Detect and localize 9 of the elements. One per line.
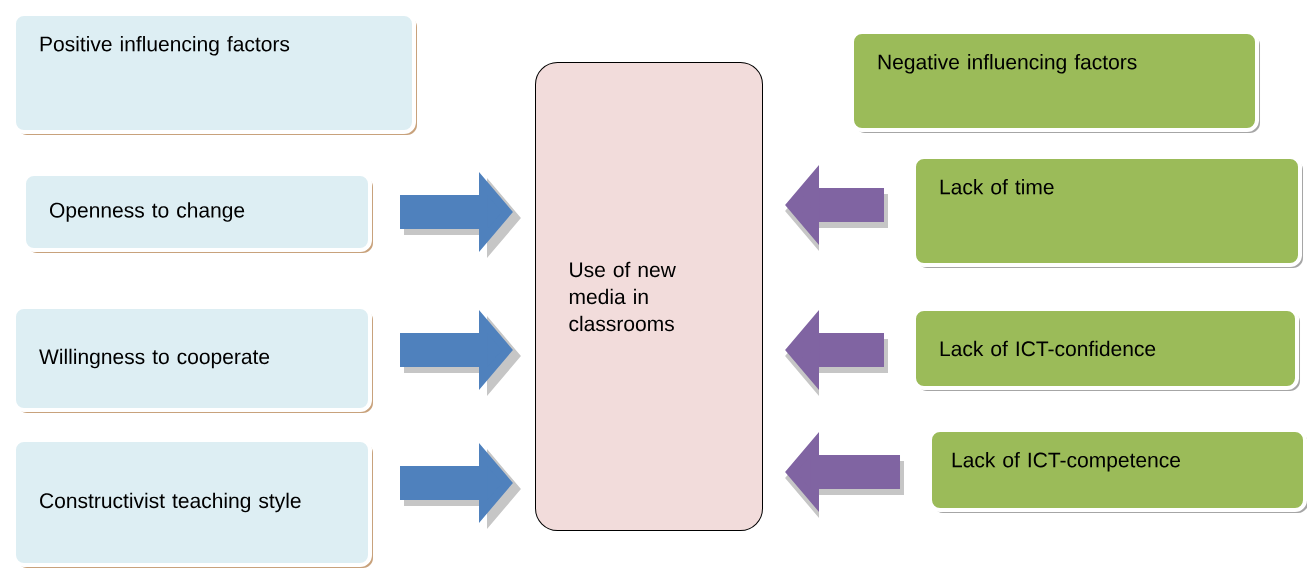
factor-box: Lack of ICT-confidence [912,307,1300,391]
factor-box: Willingness to cooperate [12,305,373,413]
factor-box: Openness to change [22,172,373,253]
factor-box: Lack of ICT-competence [928,428,1307,513]
factor-box: Positive influencing factors [12,12,417,135]
factor-box: Constructivist teaching style [12,438,373,568]
center-box: Use of new media in classrooms [535,62,763,531]
factor-box: Lack of time [912,155,1303,268]
factor-box: Negative influencing factors [850,30,1260,133]
